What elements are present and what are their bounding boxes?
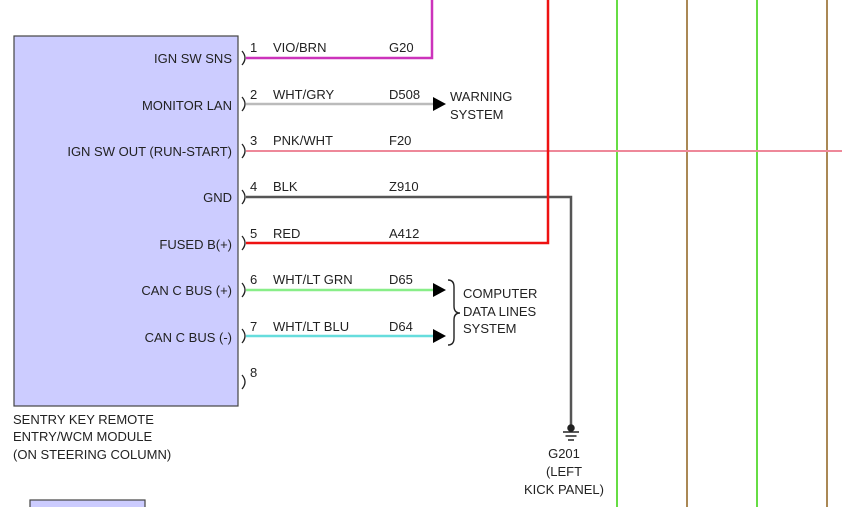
module-box (14, 36, 238, 406)
wire-color-label-1: VIO/BRN (273, 40, 326, 55)
pin-number-4: 4 (250, 179, 257, 194)
wire-vio-brn (246, 0, 434, 60)
wire-red (246, 0, 550, 245)
ground-icon (563, 424, 579, 441)
pin-label-7: CAN C BUS (-) (145, 330, 232, 345)
warning-system-line-1: WARNING (450, 89, 512, 104)
data-lines-system-line-3: SYSTEM (463, 321, 516, 336)
wire-color-label-7: WHT/LT BLU (273, 319, 349, 334)
circuit-label-2: D508 (389, 87, 420, 102)
circuit-label-3: F20 (389, 133, 411, 148)
module-box-border (13, 35, 239, 407)
module-name-line-2: ENTRY/WCM MODULE (13, 429, 152, 444)
connector-bracket-2 (241, 96, 246, 112)
arrow-can-c-bus-minus (433, 329, 446, 343)
arrow-can-c-bus-plus (433, 283, 446, 297)
wire-color-label-2: WHT/GRY (273, 87, 334, 102)
module-name-line-1: SENTRY KEY REMOTE (13, 412, 154, 427)
circuit-label-4: Z910 (389, 179, 419, 194)
pin-number-5: 5 (250, 226, 257, 241)
ground-label-line-2: (LEFT (546, 464, 582, 479)
pin-label-4: GND (203, 190, 232, 205)
circuit-label-1: G20 (389, 40, 414, 55)
pin-label-2: MONITOR LAN (142, 98, 232, 113)
pin-number-7: 7 (250, 319, 257, 334)
connector-bracket-3 (241, 143, 246, 159)
circuit-label-6: D65 (389, 272, 413, 287)
pin-label-3: IGN SW OUT (RUN-START) (67, 144, 232, 159)
connector-bracket-8 (241, 374, 246, 390)
pin-number-2: 2 (250, 87, 257, 102)
pin-label-1: IGN SW SNS (154, 51, 232, 66)
second-module-box-border (29, 499, 146, 507)
arrow-warning-system (433, 97, 446, 111)
warning-system-line-2: SYSTEM (450, 107, 503, 122)
wire-color-label-4: BLK (273, 179, 298, 194)
connector-bracket-4 (241, 189, 246, 205)
connector-bracket-1 (241, 50, 246, 66)
connector-bracket-5 (241, 235, 246, 251)
wire-color-label-6: WHT/LT GRN (273, 272, 353, 287)
ground-label-line-1: G201 (548, 446, 580, 461)
pin-label-5: FUSED B(+) (159, 237, 232, 252)
wire-color-label-5: RED (273, 226, 300, 241)
ground-label-line-3: KICK PANEL) (524, 482, 604, 497)
wire-color-label-3: PNK/WHT (273, 133, 333, 148)
circuit-label-7: D64 (389, 319, 413, 334)
connector-bracket-6 (241, 282, 246, 298)
data-lines-system-line-1: COMPUTER (463, 286, 537, 301)
pin-number-3: 3 (250, 133, 257, 148)
second-module-box (30, 500, 145, 507)
data-lines-system-line-2: DATA LINES (463, 304, 537, 319)
pin-number-6: 6 (250, 272, 257, 287)
pin-number-1: 1 (250, 40, 257, 55)
pin-label-6: CAN C BUS (+) (141, 283, 232, 298)
module-name-line-3: (ON STEERING COLUMN) (13, 447, 171, 462)
connector-bracket-7 (241, 328, 246, 344)
wire-blk (246, 195, 573, 425)
data-lines-brace (447, 279, 461, 346)
pin-number-8: 8 (250, 365, 257, 380)
circuit-label-5: A412 (389, 226, 419, 241)
